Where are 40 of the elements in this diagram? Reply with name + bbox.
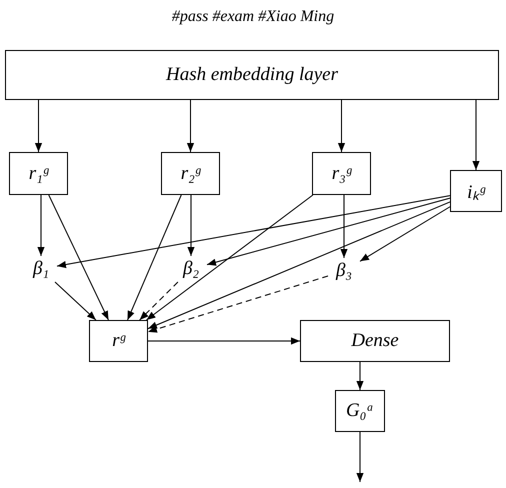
symbol-label: β₁ [25,256,57,282]
arrow [338,100,346,152]
process-box [335,390,385,432]
arrow [54,282,96,320]
arrow [360,206,450,262]
process-box [9,152,68,195]
process-box [5,50,499,100]
arrow [186,100,194,152]
arrow [356,362,364,390]
box-label: Hash embedding layer [166,64,338,86]
box-label: r₃ᵍ [332,162,352,184]
box-label: rᵍ [112,330,125,352]
box-label: G₀ᵃ [346,400,374,422]
process-box [89,320,148,362]
process-box [312,152,371,195]
process-box [161,152,220,195]
arrow [34,100,42,152]
arrow [148,337,300,345]
process-box [450,170,502,212]
symbol-label: β₂ [175,256,207,282]
arrow [187,194,195,256]
arrow [340,194,348,258]
arrow [56,195,450,268]
diagram-title: #pass #exam #Xiao Ming [170,8,336,26]
symbol-label: β₃ [328,258,360,284]
box-label: Dense [351,330,399,352]
box-label: r₁ᵍ [28,162,48,184]
arrow [472,100,480,170]
arrow [146,194,314,320]
process-box [300,320,450,362]
dashed-arrow [148,275,328,333]
arrow [48,194,109,320]
arrow [127,194,182,320]
arrow [356,432,364,482]
box-label: iₖᵍ [467,181,485,204]
arrow [148,201,450,330]
dashed-arrow [139,282,178,320]
arrow [37,194,45,256]
box-label: r₂ᵍ [180,162,200,184]
arrow [206,198,450,266]
